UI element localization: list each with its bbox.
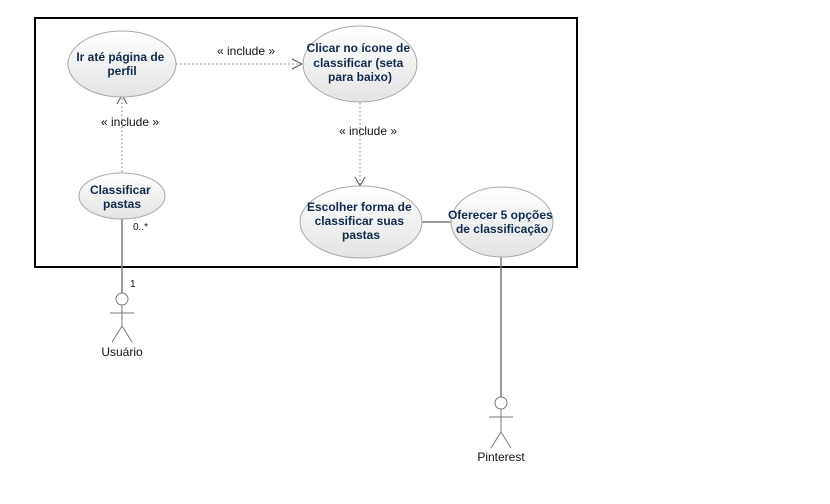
use-case-label-line: para baixo) <box>328 70 392 84</box>
include-label: « include » <box>217 44 275 58</box>
use-case-label-line: pastas <box>103 197 141 211</box>
use-case-clicar-icone-classificar[interactable]: Clicar no ícone de classificar (seta par… <box>302 25 418 103</box>
include-label: « include » <box>339 124 397 138</box>
actor-pinterest[interactable]: Pinterest <box>477 396 525 464</box>
use-case-label-line: Escolher forma de <box>307 200 412 214</box>
use-case-label-line: pastas <box>342 228 380 242</box>
actor-label: Pinterest <box>477 450 525 464</box>
svg-text:Oferecer 5 opções de cla: Oferecer 5 opções de classificação <box>448 208 556 236</box>
use-case-label-line: perfil <box>107 64 136 78</box>
use-case-classificar-pastas[interactable]: Classificar pastas <box>78 172 166 220</box>
use-case-oferecer-5-opcoes[interactable]: Oferecer 5 opções de classificação <box>448 186 556 258</box>
use-case-label-line: classificar (seta <box>313 56 403 70</box>
multiplicity-actor-end: 1 <box>130 279 136 290</box>
system-boundary <box>34 17 578 268</box>
use-case-ir-ate-pagina-de-perfil[interactable]: Ir até página de perfil <box>67 30 177 98</box>
include-label: « include » <box>101 115 159 129</box>
include-relation-uc1-uc2: « include » <box>176 44 304 70</box>
use-case-label-line: Classificar <box>90 183 151 197</box>
svg-text:Ir até página de perfil: Ir até página de perfil <box>76 50 167 78</box>
use-case-label-line: Clicar no ícone de <box>307 41 411 55</box>
actor-usuario[interactable]: Usuário <box>101 292 143 359</box>
actor-label: Usuário <box>101 345 143 359</box>
use-case-escolher-forma-de-classificar[interactable]: Escolher forma de classificar suas pasta… <box>299 185 423 259</box>
multiplicity-usecase-end: 0..* <box>133 222 148 233</box>
include-relation-uc3-uc1: « include » <box>101 93 159 172</box>
svg-text:Escolher forma de classi: Escolher forma de classificar suas pasta… <box>307 200 415 242</box>
use-case-label-line: classificar suas <box>315 214 405 228</box>
use-case-label-line: Oferecer 5 opções <box>448 208 553 222</box>
include-relation-uc2-uc4: « include » <box>339 103 397 188</box>
svg-text:Classificar pastas: Classificar pastas <box>90 183 154 211</box>
svg-text:Clicar no ícone de class: Clicar no ícone de classificar (seta par… <box>307 41 414 84</box>
use-case-label-line: de classificação <box>456 222 548 236</box>
actor-head-icon <box>115 292 129 306</box>
actor-head-icon <box>494 396 508 410</box>
use-case-label-line: Ir até página de <box>76 50 164 64</box>
